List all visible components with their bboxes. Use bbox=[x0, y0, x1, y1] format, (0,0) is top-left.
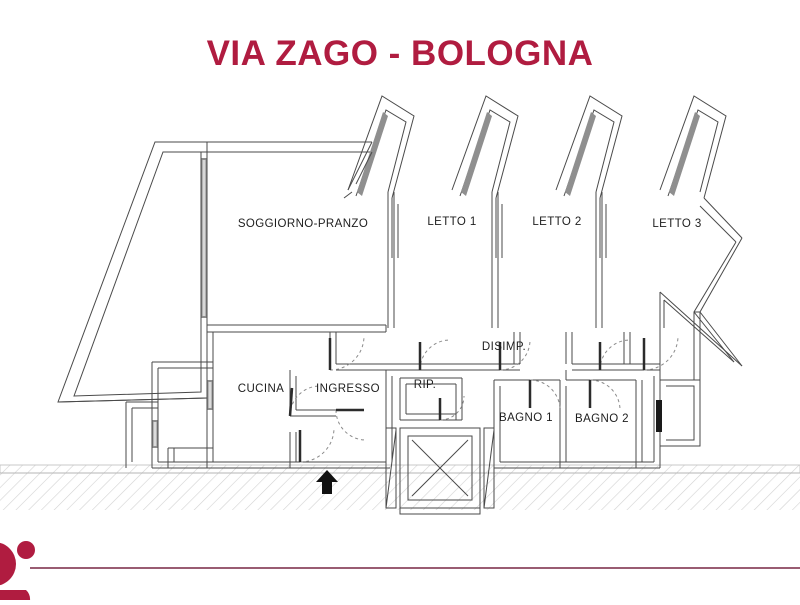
window-glazing-marks bbox=[152, 380, 213, 448]
page-title: VIA ZAGO - BOLOGNA bbox=[206, 34, 594, 73]
bedroom-partitions bbox=[347, 141, 603, 328]
bay-balcony-3 bbox=[555, 95, 623, 258]
bay-balcony-4 bbox=[659, 95, 743, 243]
footer-divider bbox=[30, 567, 800, 569]
bathroom-walls bbox=[493, 370, 661, 469]
ingresso-walls bbox=[289, 370, 393, 468]
right-outer-wall bbox=[659, 237, 743, 367]
rip-closet bbox=[399, 377, 463, 421]
floorplan-drawing bbox=[0, 95, 800, 515]
right-utility-box bbox=[656, 312, 701, 447]
door-leaves bbox=[288, 338, 646, 462]
lower-block-walls bbox=[125, 332, 390, 469]
door-swing-arcs bbox=[289, 335, 679, 463]
entrance-arrow-icon bbox=[316, 470, 338, 494]
plan-geometry bbox=[0, 95, 800, 515]
kitchen-partition bbox=[167, 447, 213, 468]
bay-balcony-2 bbox=[451, 95, 519, 258]
living-room-glazing bbox=[201, 158, 207, 318]
company-mark-logo bbox=[0, 536, 56, 605]
lift-shaft bbox=[399, 427, 481, 515]
stair-flights bbox=[385, 427, 495, 509]
left-terrace bbox=[57, 141, 208, 403]
bay-balcony-group bbox=[343, 95, 743, 258]
